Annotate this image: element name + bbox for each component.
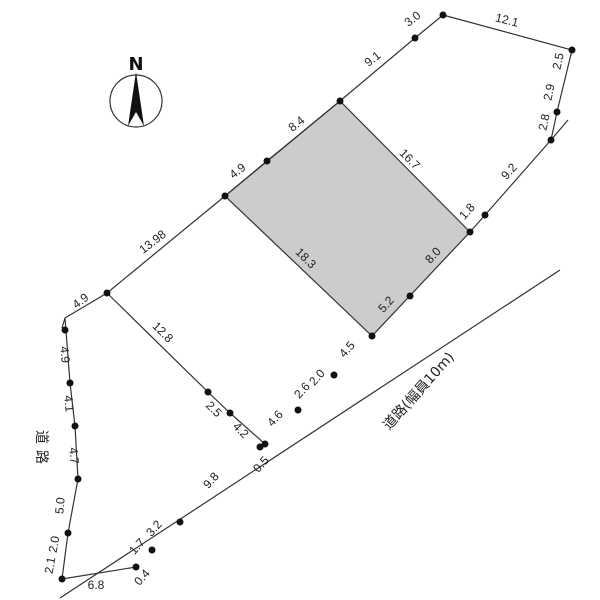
side-road-label-1: 道 bbox=[33, 430, 49, 444]
label-left-c: 4.2 bbox=[230, 419, 252, 441]
inner-boundary bbox=[106, 292, 266, 445]
label-right-a: 2.5 bbox=[550, 51, 567, 71]
boundary-north-east bbox=[442, 14, 573, 233]
label-bottom-d: 3.2 bbox=[143, 517, 165, 539]
vertex-dots bbox=[58, 11, 576, 583]
label-road-d: 0.5 bbox=[250, 453, 272, 475]
label-upper-e: 4.9 bbox=[70, 290, 92, 312]
subject-lot bbox=[224, 100, 471, 337]
label-road-a: 2.0 bbox=[306, 366, 328, 388]
label-west-c: 4.7 bbox=[66, 447, 81, 465]
label-west-d: 5.0 bbox=[52, 496, 67, 514]
label-road-c: 4.6 bbox=[264, 407, 286, 429]
boundary-north-west bbox=[61, 14, 444, 329]
label-bottom-a: 6.8 bbox=[88, 578, 105, 592]
label-west-f: 2.0 bbox=[46, 535, 63, 554]
label-west-a: 4.9 bbox=[57, 346, 72, 364]
label-right-b: 2.9 bbox=[541, 82, 558, 102]
compass-label: N bbox=[128, 54, 143, 75]
label-upper-a: 9.1 bbox=[362, 48, 384, 70]
label-west-b: 4.1 bbox=[61, 395, 76, 413]
label-right-e: 1.8 bbox=[456, 200, 478, 222]
boundary-tick bbox=[550, 119, 569, 141]
side-road-label-2: 路 bbox=[33, 450, 49, 464]
label-west-e: 2.1 bbox=[42, 556, 59, 575]
label-left-b: 2.5 bbox=[203, 398, 225, 420]
label-upper-d: 13.98 bbox=[136, 227, 169, 257]
north-arrow-icon: N bbox=[109, 54, 163, 128]
road-edge bbox=[59, 269, 561, 599]
label-top-a: 3.0 bbox=[402, 8, 424, 30]
label-inner-c: 4.5 bbox=[336, 338, 358, 360]
label-right-c: 2.8 bbox=[536, 112, 553, 132]
label-top-b: 12.1 bbox=[494, 11, 520, 30]
label-left-a: 12.8 bbox=[150, 319, 177, 346]
label-bottom-c: 1.7 bbox=[126, 535, 148, 557]
label-road-e: 9.8 bbox=[200, 469, 222, 491]
